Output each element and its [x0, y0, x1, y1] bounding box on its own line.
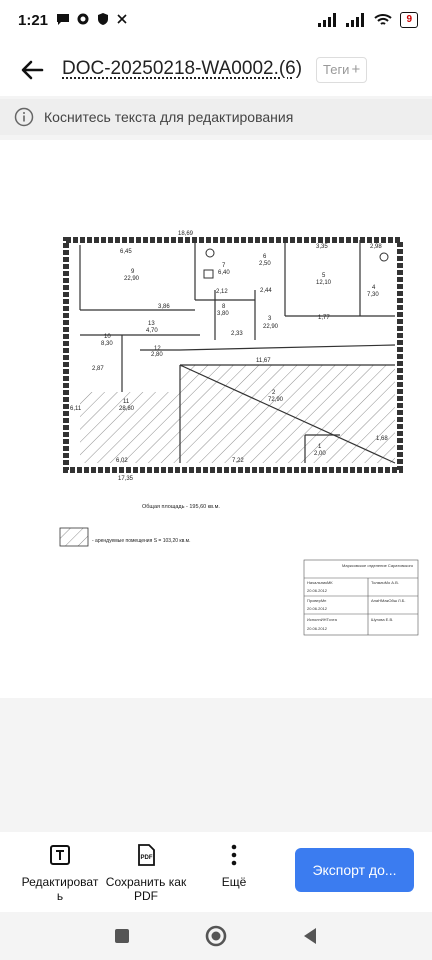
signal-2-icon — [346, 13, 365, 27]
room-area: 2,80 — [151, 352, 163, 358]
save-pdf-button[interactable]: PDF Сохранить как PDF — [100, 844, 192, 903]
room-area: 22,90 — [124, 276, 140, 282]
stamp-org: Марксовское отделение Саратовского — [342, 563, 414, 568]
stamp-role: ИсполнИНТочта — [307, 617, 338, 622]
save-pdf-label: Сохранить как PDF — [105, 875, 187, 903]
dimension-label: 3,86 — [158, 304, 170, 310]
home-icon[interactable] — [204, 924, 228, 948]
floor-plan-drawing: 9 22,90 7 6,40 6 2,50 5 12,10 4 7,30 8 3… — [59, 231, 419, 636]
wifi-icon — [374, 14, 393, 25]
room-area: 6,40 — [218, 270, 230, 276]
dimension-label: 6,02 — [116, 458, 128, 464]
signal-icon — [318, 13, 337, 27]
room-label: 4 — [372, 285, 376, 291]
dimension-label: 11,67 — [256, 358, 271, 364]
edit-hint-banner: Коснитесь текста для редактирования — [0, 99, 432, 135]
dimension-label: 17,35 — [118, 476, 134, 482]
info-icon — [14, 107, 34, 127]
dimension-label: 2,98 — [370, 244, 382, 250]
room-label: 11 — [123, 399, 130, 405]
status-bar: 1:21 9 — [0, 0, 432, 44]
dimension-label: 6,11 — [70, 406, 82, 412]
room-label: 12 — [154, 346, 161, 352]
room-area: 4,70 — [146, 328, 158, 334]
dimension-label: 2,87 — [92, 366, 104, 372]
text-edit-icon — [50, 845, 70, 865]
dimension-label: 1,68 — [376, 436, 388, 442]
more-vert-icon — [231, 844, 237, 866]
more-button[interactable]: Ещё — [209, 844, 259, 889]
stamp-role: ПроверМн — [307, 598, 326, 603]
room-area: 22,90 — [263, 324, 279, 330]
room-label: 7 — [222, 263, 226, 269]
stamp-name: АнаНМакОйш Л.Б. — [371, 598, 405, 603]
bottom-action-bar: Редактировать PDF Сохранить как PDF Ещё … — [0, 832, 432, 912]
chat-icon — [57, 14, 69, 25]
tags-label: Теги — [323, 62, 350, 77]
legend-swatch — [59, 527, 89, 547]
battery-indicator: 9 — [400, 12, 418, 28]
room-area: 2,00 — [314, 451, 326, 457]
tags-button[interactable]: Теги+ — [316, 57, 368, 83]
dimension-label: 1,77 — [318, 315, 330, 321]
stamp-date: 20.06.2012 — [307, 626, 328, 631]
dimension-label: 2,33 — [231, 331, 243, 337]
more-label: Ещё — [221, 875, 247, 889]
pdf-icon: PDF — [138, 844, 155, 866]
room-label: 3 — [268, 316, 272, 322]
edit-hint-text: Коснитесь текста для редактирования — [44, 109, 294, 125]
stamp-date: 20.06.2012 — [307, 588, 328, 593]
stamp-name: ТолмачМо А.В. — [371, 580, 399, 585]
room-area: 7,30 — [367, 292, 379, 298]
room-label: 6 — [263, 254, 267, 260]
room-label: 8 — [222, 304, 226, 310]
dimension-label: 18,69 — [178, 231, 194, 237]
room-area: 12,10 — [316, 280, 332, 286]
dimension-label: 3,35 — [316, 244, 328, 250]
export-button[interactable]: Экспорт до... — [295, 848, 414, 892]
edit-label: Редактировать — [21, 875, 99, 903]
document-page[interactable]: 9 22,90 7 6,40 6 2,50 5 12,10 4 7,30 8 3… — [0, 140, 432, 698]
legend-text: - арендуемые помещения S = 103,20 кв.м. — [92, 538, 190, 544]
stamp-date: 20.06.2012 — [307, 606, 328, 611]
system-nav-bar — [0, 912, 432, 960]
status-time: 1:21 — [18, 12, 49, 29]
back-arrow-icon[interactable] — [18, 56, 48, 84]
dimension-label: 2,12 — [216, 289, 228, 295]
room-area: 2,50 — [259, 261, 271, 267]
svg-text:PDF: PDF — [141, 855, 153, 861]
rented-area-hatch — [80, 392, 180, 463]
room-label: 10 — [104, 334, 111, 340]
stamp-role: НачальникМК — [307, 580, 333, 585]
app-bar: DOC-20250218-WA0002.(6) Теги+ — [0, 44, 432, 96]
shield-icon — [98, 13, 108, 25]
document-title[interactable]: DOC-20250218-WA0002.(6) — [62, 58, 303, 79]
recents-icon[interactable] — [110, 924, 134, 948]
room-label: 1 — [318, 444, 322, 450]
plus-icon: + — [351, 61, 361, 78]
room-area: 28,80 — [119, 406, 135, 412]
dimension-label: 6,45 — [120, 249, 132, 255]
room-label: 9 — [131, 269, 135, 275]
gear-icon — [77, 13, 89, 25]
total-area-label: Общая площадь - 195,60 кв.м. — [142, 504, 220, 510]
close-notification-icon — [117, 14, 127, 24]
room-area: 72,90 — [268, 397, 284, 403]
edit-button[interactable]: Редактировать — [16, 844, 104, 903]
room-label: 5 — [322, 273, 326, 279]
room-area: 3,80 — [217, 311, 229, 317]
dimension-label: 7,22 — [232, 458, 244, 464]
dimension-label: 2,44 — [260, 288, 272, 294]
back-nav-icon[interactable] — [298, 924, 322, 948]
room-area: 8,30 — [101, 341, 113, 347]
room-label: 2 — [272, 390, 276, 396]
stamp-name: Шугова Е.В. — [371, 617, 393, 622]
room-label: 13 — [148, 321, 155, 327]
